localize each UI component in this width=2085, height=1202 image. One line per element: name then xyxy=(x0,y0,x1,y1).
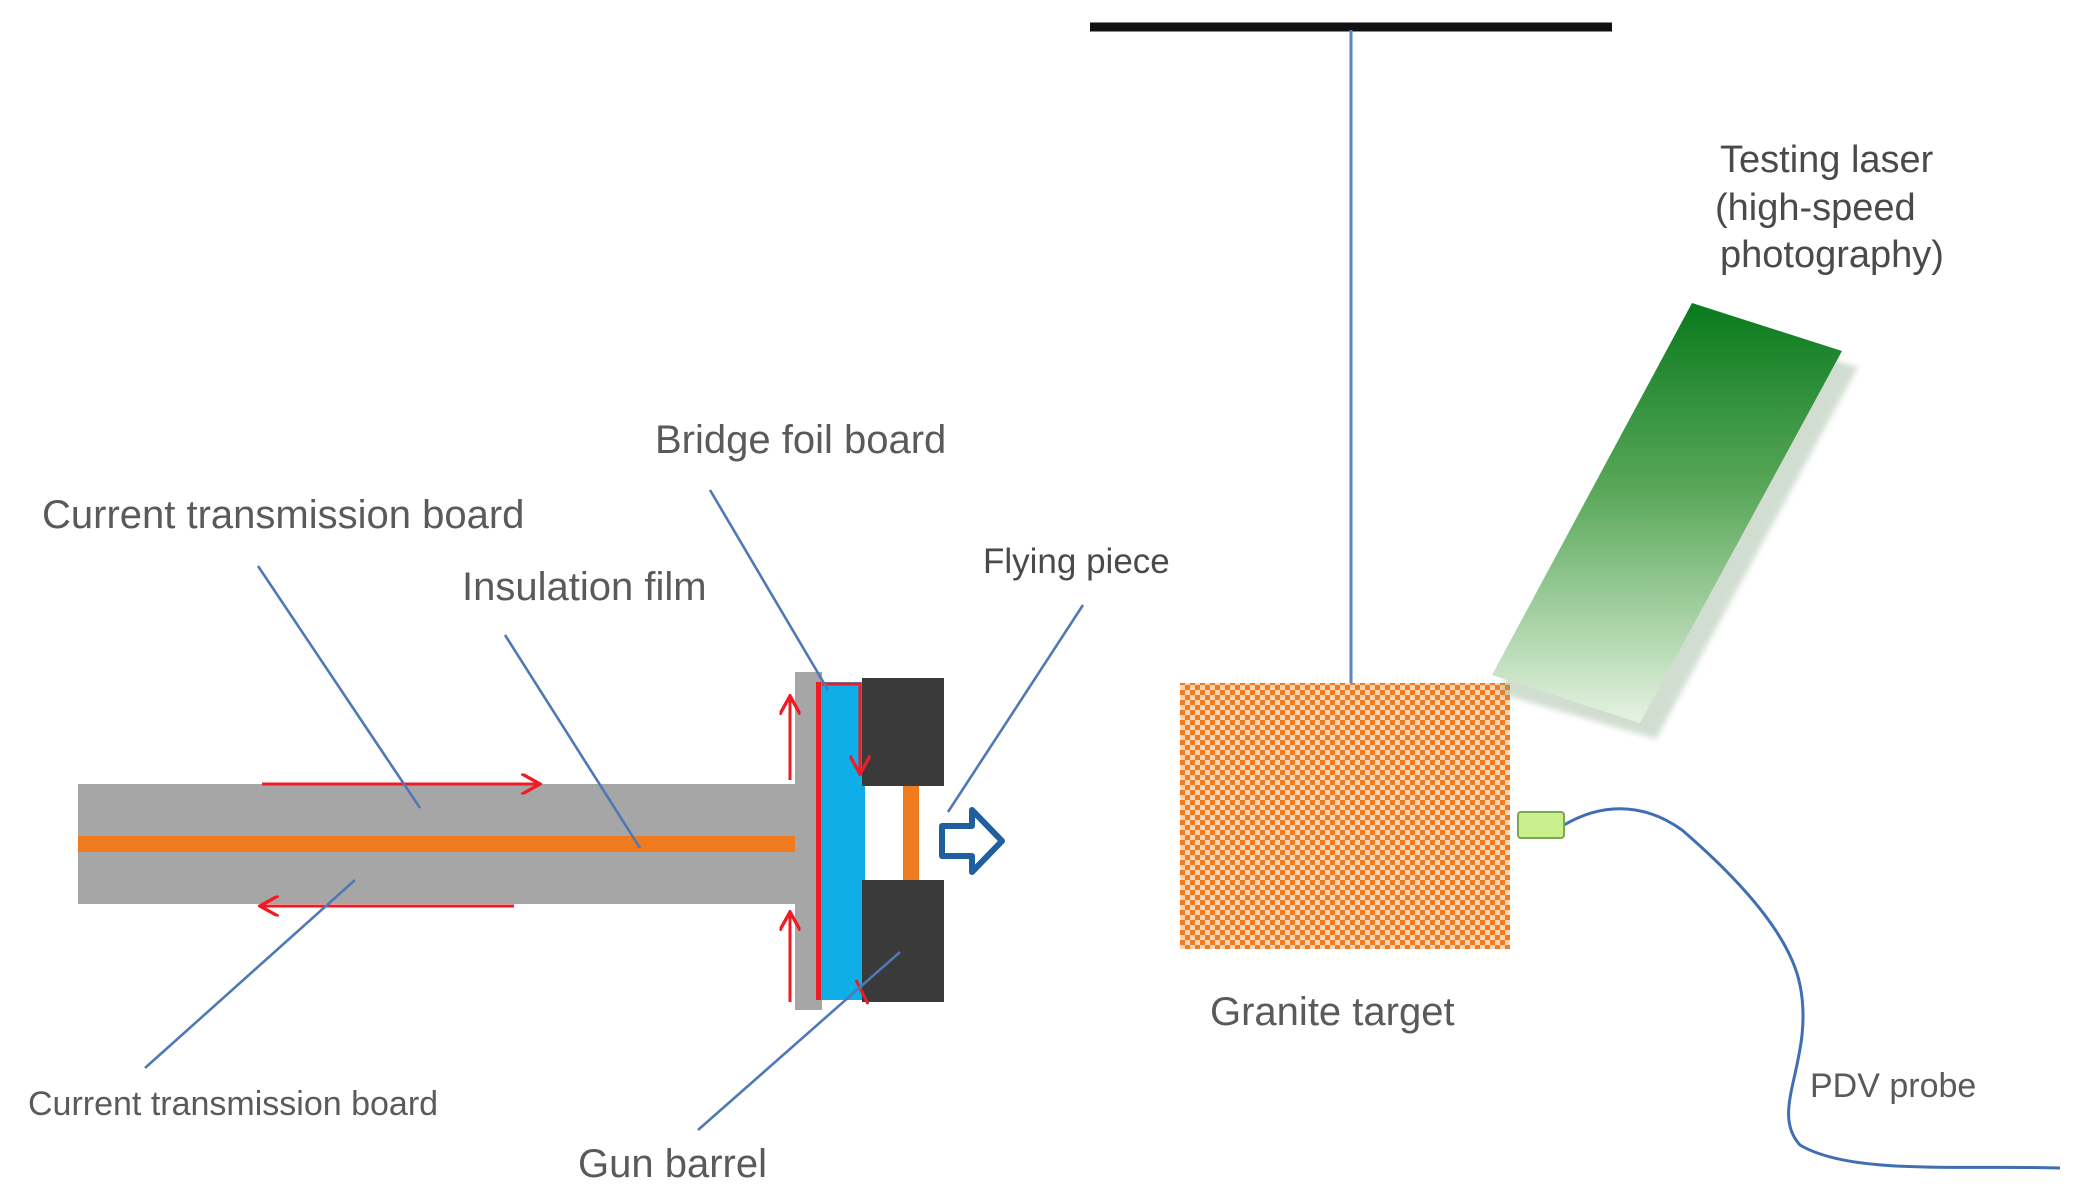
label-gun-barrel: Gun barrel xyxy=(578,1142,767,1186)
pdv-probe-cable xyxy=(1563,807,2061,1170)
flying-piece xyxy=(903,786,919,880)
label-granite-target: Granite target xyxy=(1210,990,1455,1034)
bridge-foil-left-edge xyxy=(816,682,821,1000)
insulation-film xyxy=(78,836,820,852)
label-insulation-film: Insulation film xyxy=(462,565,707,609)
flying-direction-arrow xyxy=(939,807,1005,875)
leader-current-board-top xyxy=(256,565,422,809)
label-current-transmission-board-top: Current transmission board xyxy=(42,493,524,537)
label-testing-laser-line-2: (high-speed xyxy=(1715,187,1916,229)
bridge-foil xyxy=(820,682,865,1000)
label-testing-laser-line-1: Testing laser xyxy=(1720,139,1934,181)
label-pdv-probe: PDV probe xyxy=(1810,1067,1976,1105)
current-transmission-board-lower xyxy=(78,852,820,904)
leader-current-board-bottom xyxy=(144,879,356,1069)
current-transmission-board-upper xyxy=(78,784,820,836)
gun-barrel-upper xyxy=(862,678,944,786)
granite-target xyxy=(1180,683,1510,949)
gun-barrel-lower xyxy=(862,880,944,1002)
leader-gun-barrel xyxy=(697,951,901,1131)
testing-laser-beam xyxy=(1492,303,1858,739)
leader-flying-piece xyxy=(946,604,1085,813)
leader-bridge-foil-board xyxy=(708,489,830,691)
leader-insulation-film xyxy=(503,634,642,849)
label-current-transmission-board-bottom: Current transmission board xyxy=(28,1085,438,1123)
current-arrow-into-foil-top xyxy=(822,682,860,772)
label-testing-laser-line-3: photography) xyxy=(1720,234,1944,276)
label-bridge-foil-board: Bridge foil board xyxy=(655,418,946,462)
label-flying-piece: Flying piece xyxy=(983,542,1170,581)
pdv-probe-head xyxy=(1517,811,1565,839)
current-arrow-into-foil-bottom xyxy=(854,979,870,1005)
